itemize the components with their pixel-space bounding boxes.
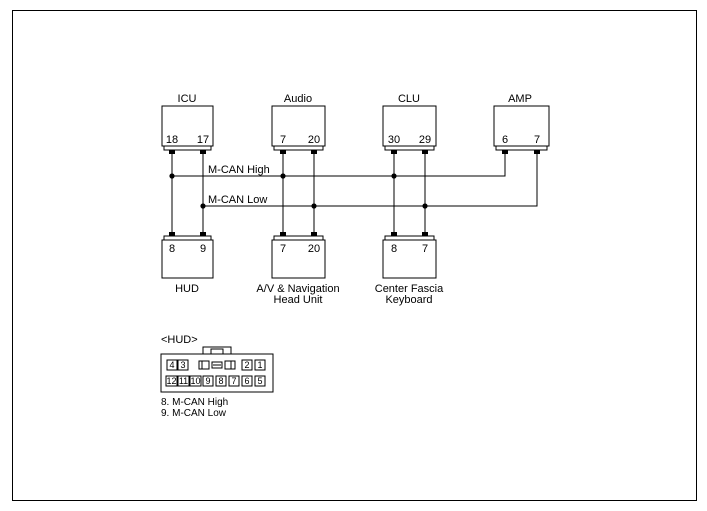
module-clu-label: CLU: [398, 93, 420, 105]
connector-pin-9: 9: [205, 376, 210, 386]
module-clu-pin-low: 29: [419, 134, 431, 146]
module-cfk-label-line2: Keyboard: [385, 294, 432, 306]
module-icu-pin-low: 17: [197, 134, 209, 146]
module-avn-label-line1: A/V & Navigation: [256, 283, 339, 295]
module-center-fascia-keyboard: 8 7 Center Fascia Keyboard: [375, 232, 444, 306]
connector-pin-7: 7: [231, 376, 236, 386]
module-audio-pin-high: 7: [280, 134, 286, 146]
m-can-low-label: M-CAN Low: [208, 194, 267, 206]
module-amp-label: AMP: [508, 93, 532, 105]
hud-connector-view: <HUD> 4 3 2 1 12 11 10 9 8 7: [160, 334, 274, 393]
module-clu-pin-high: 30: [388, 134, 400, 146]
module-hud: 8 9 HUD: [161, 232, 214, 295]
connector-pin-5: 5: [257, 376, 262, 386]
connector-pin-6: 6: [244, 376, 249, 386]
pin-note-9: 9. M-CAN Low: [161, 408, 227, 419]
connector-title: <HUD>: [161, 334, 198, 346]
module-icu-pin-high: 18: [166, 134, 178, 146]
connector-blank-cavity: [224, 360, 236, 370]
module-cfk-label-line1: Center Fascia: [375, 283, 444, 295]
module-avn-label-line2: Head Unit: [274, 294, 323, 306]
connector-pin-8: 8: [218, 376, 223, 386]
module-icu: ICU 18 17: [161, 93, 214, 154]
module-icu-label: ICU: [178, 93, 197, 105]
module-audio: Audio 7 20: [271, 93, 326, 154]
m-can-high-label: M-CAN High: [208, 164, 270, 176]
module-avn-pin-low: 20: [308, 243, 320, 255]
connector-pin-12: 12: [166, 376, 176, 386]
module-hud-pin-low: 9: [200, 243, 206, 255]
connector-pin-1: 1: [257, 360, 262, 370]
module-cfk-pin-low: 7: [422, 243, 428, 255]
module-avn-pin-high: 7: [280, 243, 286, 255]
module-hud-pin-high: 8: [169, 243, 175, 255]
connector-pin-2: 2: [244, 360, 249, 370]
connector-pin-3: 3: [180, 360, 185, 370]
module-audio-pin-low: 20: [308, 134, 320, 146]
module-cfk-pin-high: 8: [391, 243, 397, 255]
module-amp-pin-high: 6: [502, 134, 508, 146]
wire-junctions: [169, 173, 428, 209]
module-amp: AMP 6 7: [493, 93, 550, 154]
connector-pin-10: 10: [190, 376, 200, 386]
module-amp-pin-low: 7: [534, 134, 540, 146]
connector-pin-4: 4: [169, 360, 174, 370]
connector-blank-cavity: [198, 360, 210, 370]
module-hud-label: HUD: [175, 283, 199, 295]
module-audio-label: Audio: [284, 93, 312, 105]
module-clu: CLU 30 29: [382, 93, 437, 154]
module-av-navigation-head-unit: 7 20 A/V & Navigation Head Unit: [256, 232, 340, 306]
connector-pin-11: 11: [179, 376, 188, 386]
diagram-frame: [12, 10, 697, 501]
pin-note-8: 8. M-CAN High: [161, 397, 228, 408]
